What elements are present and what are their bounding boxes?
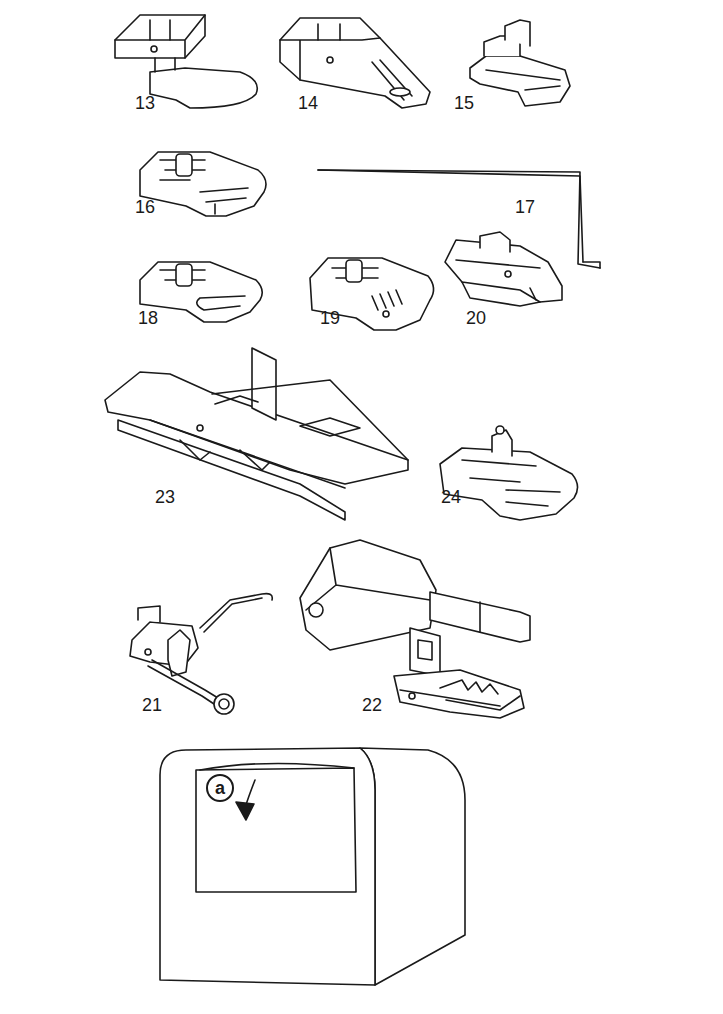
- foot-19: [310, 258, 434, 330]
- callout-number: 19: [320, 309, 340, 327]
- callout-number: 21: [142, 696, 162, 714]
- foot-18: [140, 262, 262, 322]
- callout-number: 24: [441, 488, 461, 506]
- circled-letter: a: [206, 774, 234, 802]
- callout-letter: a: [215, 779, 225, 797]
- callout-number: 17: [515, 198, 535, 216]
- callout-number: 18: [138, 309, 158, 327]
- buttonhole-foot-23: [105, 348, 408, 520]
- walking-foot-22: [300, 540, 530, 718]
- callout-number: 16: [135, 198, 155, 216]
- callout-number: 15: [454, 94, 474, 112]
- foot-16: [140, 152, 266, 216]
- foot-20: [445, 232, 562, 306]
- callout-number: 13: [135, 94, 155, 112]
- callout-number: 14: [298, 94, 318, 112]
- foot-24: [440, 426, 578, 520]
- callout-number: 22: [362, 696, 382, 714]
- foot-15: [470, 20, 570, 106]
- foot-21: [130, 594, 272, 714]
- callout-number: 20: [466, 309, 486, 327]
- callout-number: 23: [155, 488, 175, 506]
- machine-cover: [160, 748, 465, 985]
